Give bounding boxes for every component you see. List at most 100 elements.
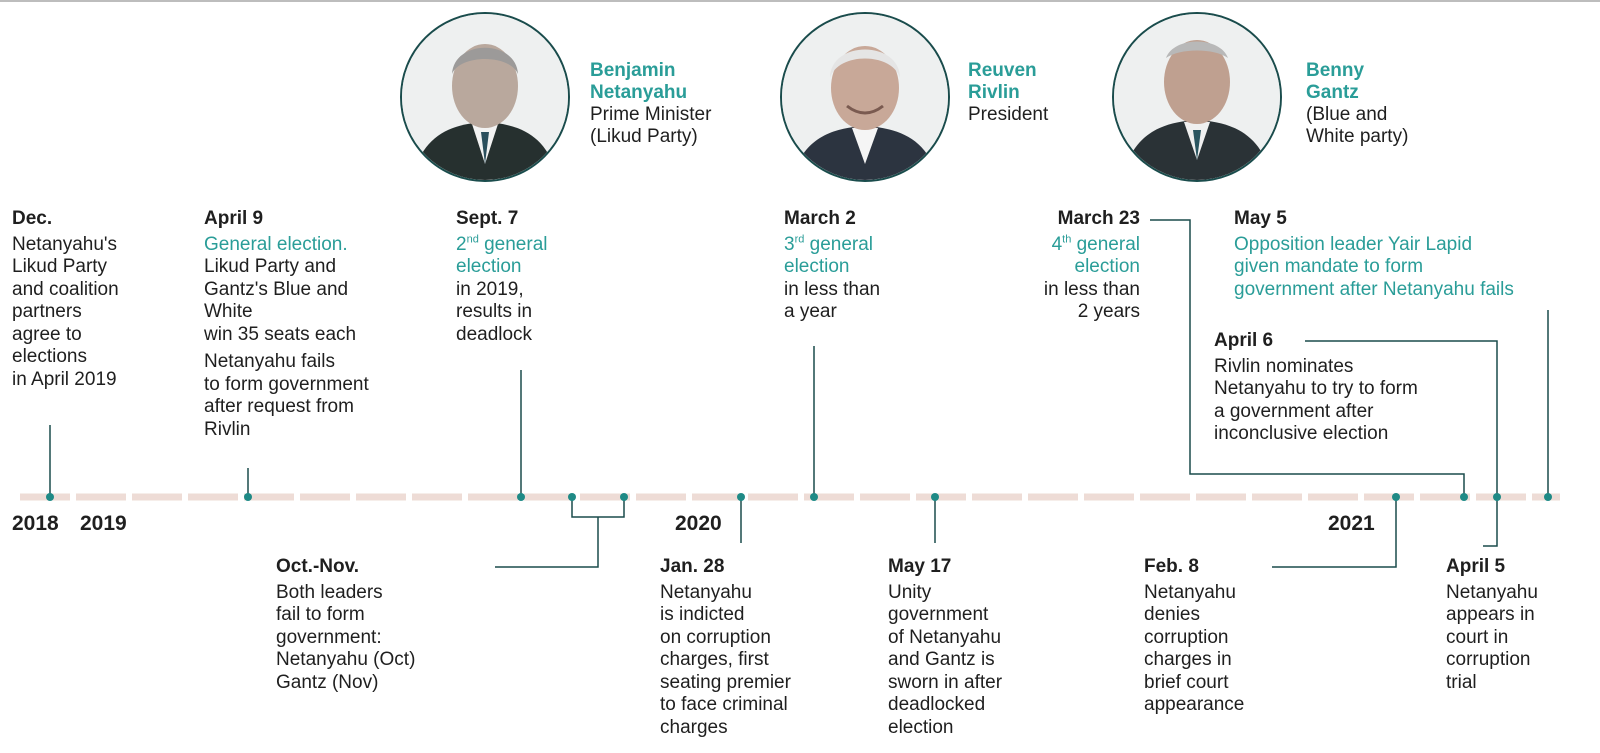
event-feb-8: Feb. 8 Netanyahu denies corruption charg… (1144, 556, 1244, 717)
year-label: 2018 (12, 512, 59, 535)
event-text: seating premier (660, 671, 791, 693)
portrait-name: Rivlin (968, 82, 1020, 103)
event-text: election (888, 716, 954, 738)
event-highlight: 4th general (1051, 233, 1140, 255)
event-date: Jan. 28 (660, 556, 725, 577)
event-text: Likud Party and (204, 256, 337, 277)
event-april-6: April 6 Rivlin nominates Netanyahu to tr… (1214, 330, 1418, 446)
event-text: Netanyahu fails (204, 351, 335, 372)
event-text: Netanyahu (1446, 581, 1538, 603)
event-date: April 6 (1214, 330, 1274, 351)
event-text: government (888, 604, 989, 625)
timeline-dots (46, 493, 1552, 501)
netanyahu-photo-icon (402, 14, 568, 180)
portrait-role: Prime Minister (590, 104, 712, 125)
event-text: charges, first (660, 649, 769, 670)
event-text: deadlocked (888, 694, 986, 715)
portrait-gantz (1112, 12, 1282, 182)
event-march-2: March 2 3rd general election in less tha… (784, 208, 880, 324)
event-highlight: Opposition leader Yair Lapid (1234, 233, 1473, 255)
portrait-name: Reuven (968, 60, 1037, 81)
event-highlight: election (784, 256, 850, 277)
event-may-5: May 5 Opposition leader Yair Lapid given… (1234, 208, 1514, 301)
event-april-9: April 9 General election. Likud Party an… (204, 208, 369, 441)
event-text: Both leaders (276, 581, 383, 603)
caption-rivlin: Reuven Rivlin President (968, 60, 1048, 126)
event-text: in less than (1043, 278, 1140, 300)
event-text: 2 years (1077, 301, 1140, 322)
event-text: results in (456, 301, 533, 322)
gantz-photo-icon (1114, 14, 1280, 180)
event-highlight: General election. (204, 233, 348, 255)
event-date: May 17 (888, 556, 952, 577)
event-text: corruption (1446, 649, 1531, 670)
event-date: March 2 (784, 208, 856, 229)
portrait-role: President (968, 104, 1049, 125)
event-march-23: March 23 4th general election in less th… (1000, 208, 1140, 324)
portrait-name: Netanyahu (590, 82, 688, 103)
event-text: and Gantz is (888, 649, 995, 670)
portrait-name: Gantz (1306, 82, 1359, 103)
event-text: in 2019, (456, 278, 524, 300)
event-text: win 35 seats each (204, 323, 357, 345)
event-date: Feb. 8 (1144, 556, 1199, 577)
event-text: after request from (204, 396, 354, 417)
event-date: May 5 (1234, 208, 1287, 229)
event-text: trial (1446, 671, 1477, 693)
event-text: appearance (1144, 694, 1245, 715)
event-jan-28: Jan. 28 Netanyahu is indicted on corrupt… (660, 556, 791, 739)
event-text: Netanyahu (Oct) (276, 649, 416, 670)
event-highlight: 2nd general (456, 233, 548, 255)
event-text: agree to (12, 323, 82, 345)
event-text: inconclusive election (1214, 423, 1389, 444)
event-text: of Netanyahu (888, 626, 1002, 648)
event-text: a year (784, 301, 837, 322)
event-date: Oct.-Nov. (276, 556, 360, 577)
event-highlight: election (456, 256, 522, 277)
portrait-role: (Blue and (1306, 104, 1388, 125)
event-text: corruption (1144, 626, 1229, 648)
year-label: 2021 (1328, 512, 1375, 535)
event-highlight: 3rd general (784, 233, 874, 255)
portrait-role: (Likud Party) (590, 126, 698, 147)
event-date: Sept. 7 (456, 208, 519, 229)
event-dec-2018: Dec. Netanyahu's Likud Party and coaliti… (12, 208, 119, 391)
event-april-5: April 5 Netanyahu appears in court in co… (1446, 556, 1538, 694)
event-may-17: May 17 Unity government of Netanyahu and… (888, 556, 1002, 739)
event-text: and coalition (12, 278, 119, 300)
event-text: a government after (1214, 400, 1374, 422)
event-text: in April 2019 (12, 368, 117, 390)
event-text: elections (12, 346, 87, 367)
event-text: in less than (784, 278, 881, 300)
year-label: 2019 (80, 512, 127, 535)
event-text: appears in (1446, 604, 1535, 625)
caption-netanyahu: Benjamin Netanyahu Prime Minister (Likud… (590, 60, 711, 148)
event-text: brief court (1144, 671, 1229, 693)
event-text: Netanyahu (1144, 581, 1236, 603)
event-highlight: government after Netanyahu fails (1234, 278, 1514, 300)
event-text: partners (12, 301, 82, 322)
event-text: court in (1446, 626, 1509, 648)
event-text: Netanyahu (660, 581, 752, 603)
event-highlight: election (1074, 256, 1141, 277)
event-text: fail to form (276, 604, 365, 625)
event-text: government: (276, 626, 382, 648)
rivlin-photo-icon (782, 14, 948, 180)
portrait-role: White party) (1306, 126, 1409, 147)
event-sept-7: Sept. 7 2nd general election in 2019, re… (456, 208, 548, 346)
portrait-rivlin (780, 12, 950, 182)
event-text: Gantz (Nov) (276, 671, 379, 693)
event-text: Likud Party (12, 256, 108, 277)
portrait-netanyahu (400, 12, 570, 182)
event-date: Dec. (12, 208, 53, 229)
event-highlight: given mandate to form (1234, 256, 1424, 277)
event-date: April 5 (1446, 556, 1506, 577)
event-text: Netanyahu's (12, 233, 118, 255)
event-text: deadlock (456, 323, 533, 345)
event-text: Rivlin (204, 418, 251, 440)
portrait-name: Benjamin (590, 60, 676, 81)
event-text: White (204, 301, 253, 322)
event-date: April 9 (204, 208, 264, 229)
event-text: to face criminal (660, 694, 788, 715)
